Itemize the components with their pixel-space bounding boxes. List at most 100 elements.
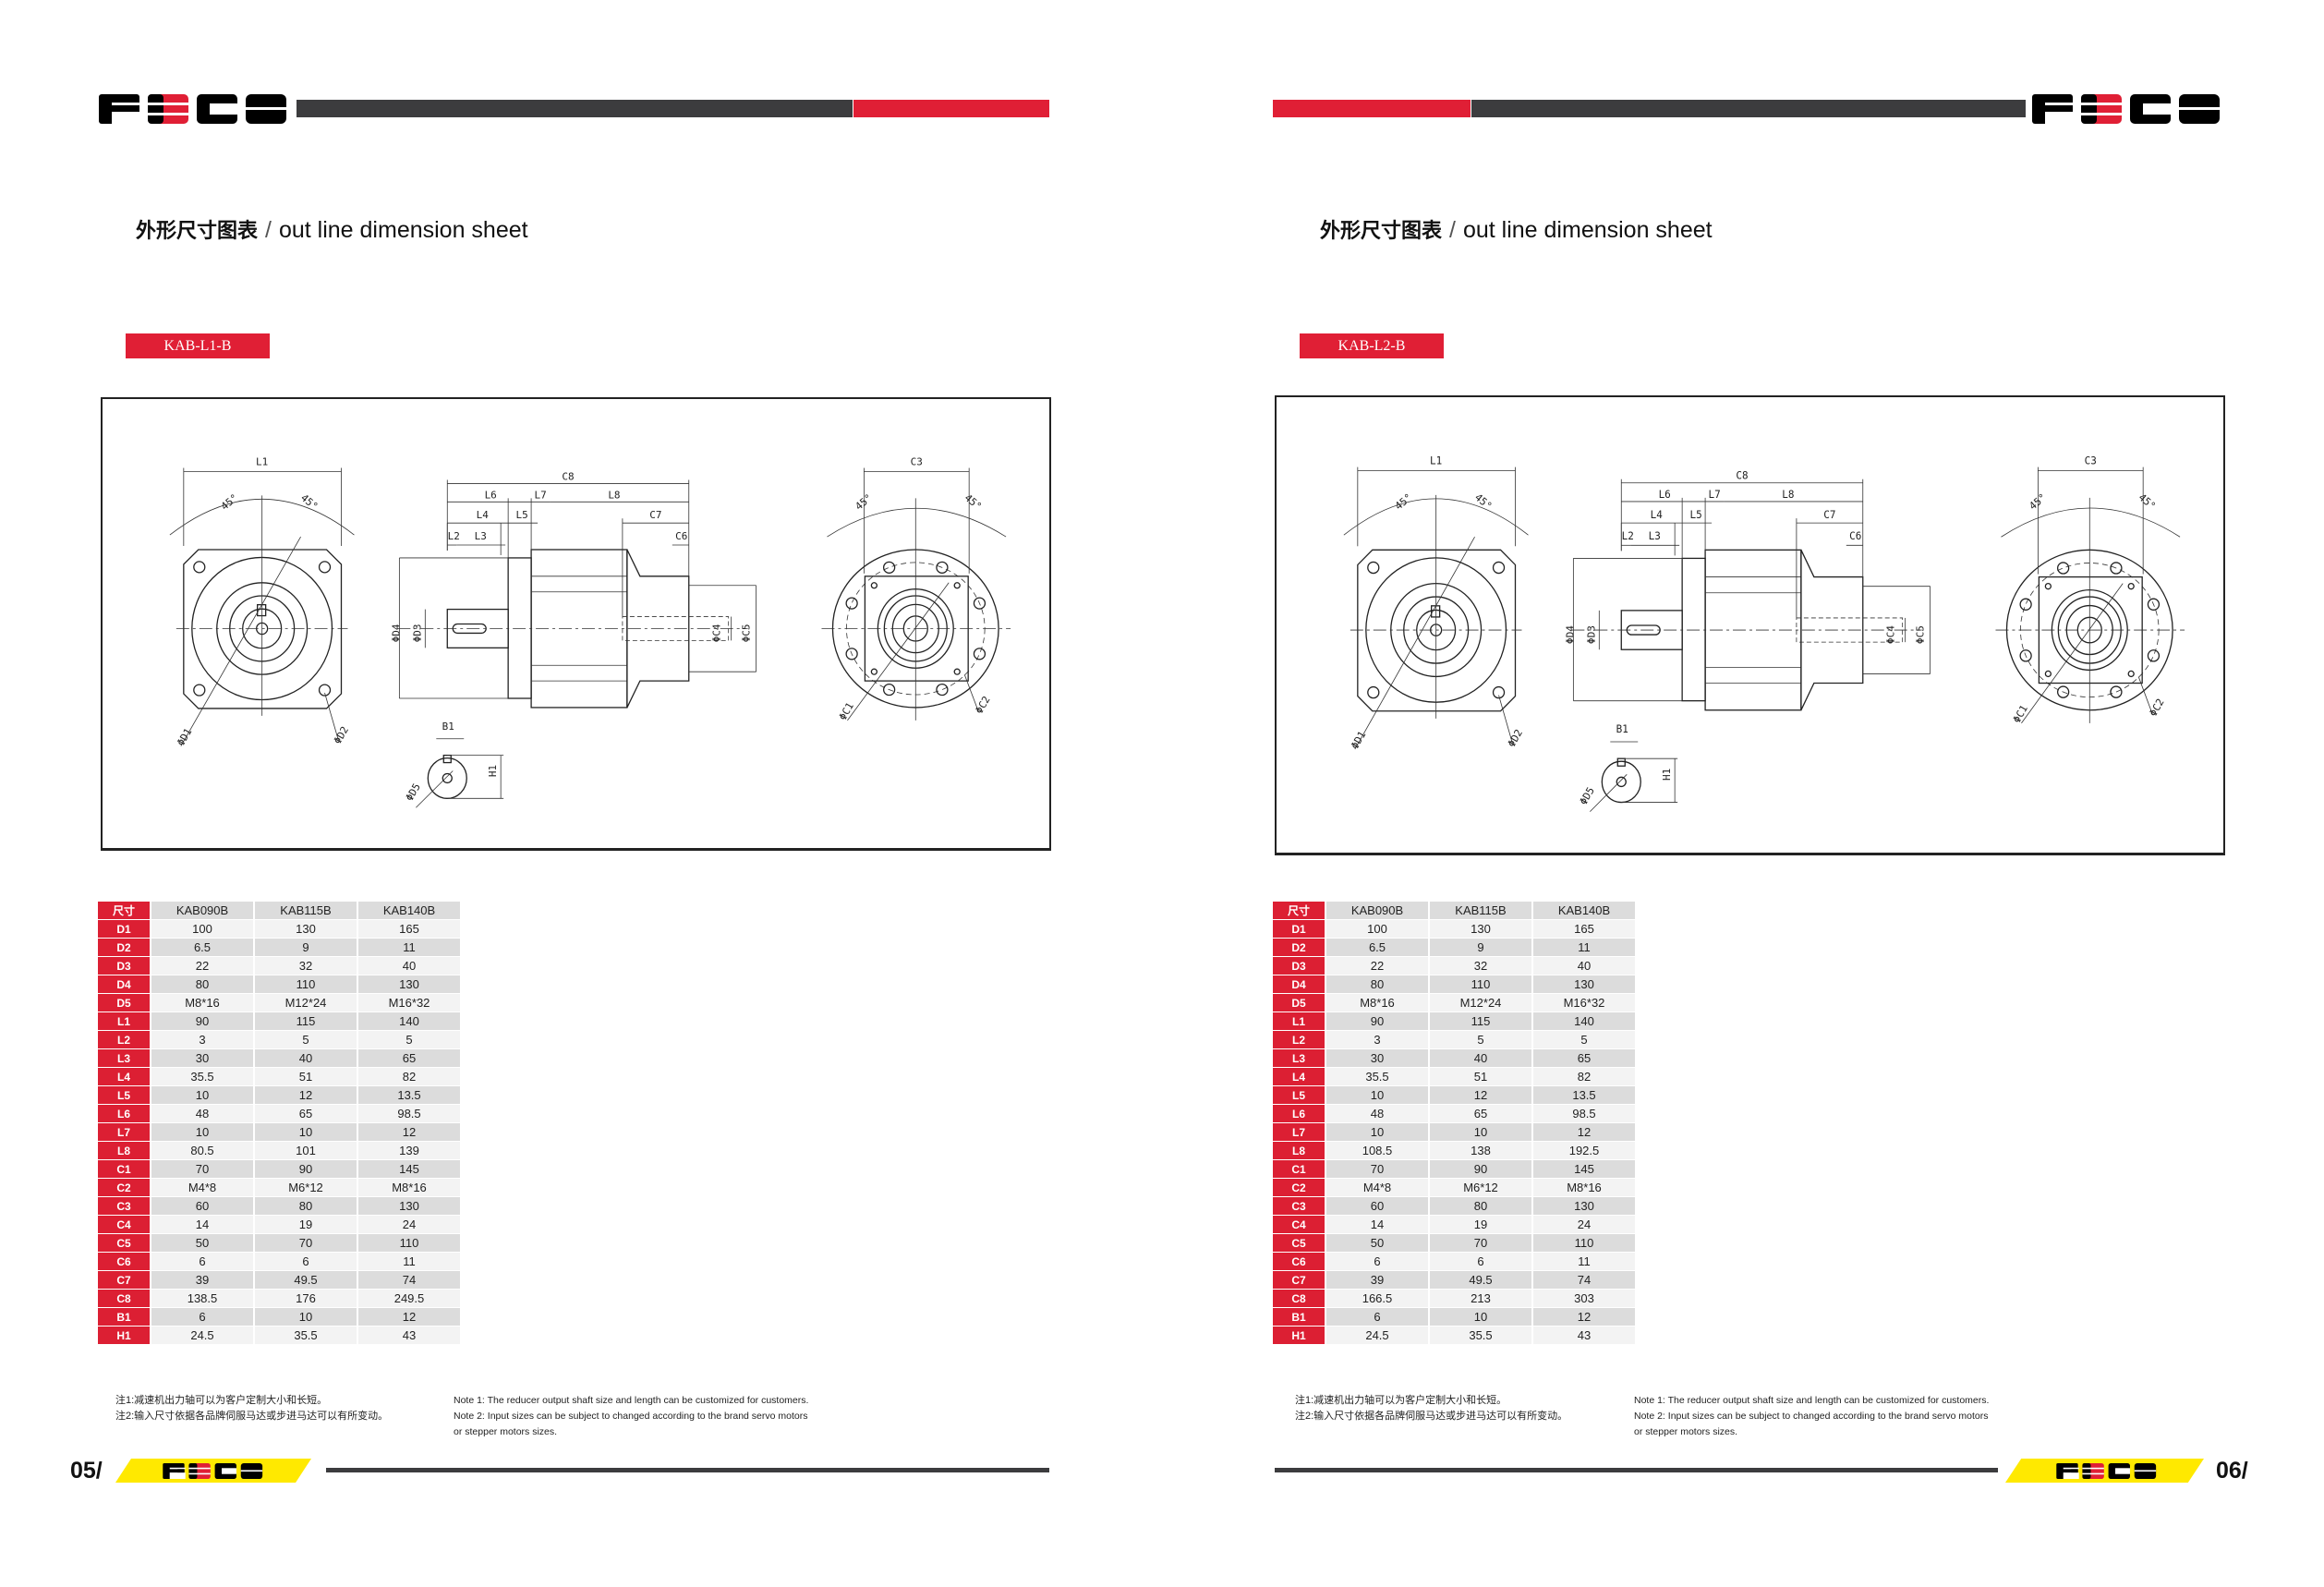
dimension-value: 11: [1533, 1253, 1635, 1270]
dimension-value: 30: [151, 1049, 253, 1067]
dimension-value: M6*12: [1430, 1179, 1531, 1196]
dimension-label: L4: [1651, 509, 1664, 521]
dimension-label: L8: [98, 1142, 150, 1159]
footer-feco-logo: [2056, 1463, 2157, 1479]
dimension-label: ΦD3: [411, 624, 423, 643]
dimension-value: 130: [1533, 1197, 1635, 1215]
dimension-label: L1: [1430, 455, 1442, 467]
dimension-value: 110: [255, 975, 357, 993]
dimension-value: 32: [255, 957, 357, 975]
dimension-value: 3: [151, 1031, 253, 1048]
dimension-value: 140: [358, 1012, 460, 1030]
dimension-value: M4*8: [1326, 1179, 1428, 1196]
dimension-label: D1: [1273, 920, 1325, 938]
dimension-label: H1: [487, 765, 499, 777]
dimension-value: 60: [151, 1197, 253, 1215]
dimension-label: L1: [256, 456, 268, 468]
dimension-value: 50: [151, 1234, 253, 1252]
logo-mark: [2056, 1463, 2157, 1479]
dimension-value: 6: [151, 1308, 253, 1326]
dimension-value: 10: [1430, 1308, 1531, 1326]
notes-cn: 注1:减速机出力轴可以为客户定制大小和长短。 注2:输入尺寸依据各品牌伺服马达或…: [115, 1393, 388, 1424]
bolt-hole: [1492, 561, 1506, 575]
dimension-value: 24: [1533, 1216, 1635, 1233]
dimension-value: 13.5: [1533, 1086, 1635, 1104]
dimension-value: 70: [255, 1234, 357, 1252]
dimension-value: 138.5: [151, 1290, 253, 1307]
footer-line: [326, 1468, 1049, 1472]
dimension-value: 49.5: [1430, 1271, 1531, 1289]
notes-cn: 注1:减速机出力轴可以为客户定制大小和长短。 注2:输入尺寸依据各品牌伺服马达或…: [1295, 1393, 1567, 1424]
dimension-value: 6: [151, 1253, 253, 1270]
dimension-label: C7: [1823, 509, 1835, 521]
dimension-value: 39: [151, 1271, 253, 1289]
dimension-value: 10: [151, 1086, 253, 1104]
dimension-value: 110: [1430, 975, 1531, 993]
dimension-label: L8: [1273, 1142, 1325, 1159]
dimension-value: 19: [1430, 1216, 1531, 1233]
dimension-value: 80: [1430, 1197, 1531, 1215]
tap-hole: [870, 668, 878, 675]
bolt-hole: [845, 597, 858, 610]
dimension-label: L1: [98, 1012, 150, 1030]
logo-mark: [2032, 94, 2220, 124]
dimension-value: 35.5: [255, 1327, 357, 1344]
dimension-label: D3: [1273, 957, 1325, 975]
dimension-value: 24.5: [151, 1327, 253, 1344]
dimension-label: C1: [1273, 1160, 1325, 1178]
dimension-label: C6: [98, 1253, 150, 1270]
dimension-value: 49.5: [255, 1271, 357, 1289]
dimension-label: C3: [1273, 1197, 1325, 1215]
bolt-hole: [936, 561, 949, 574]
dimension-value: 12: [358, 1308, 460, 1326]
dimension-value: KAB115B: [255, 902, 357, 919]
dimension-value: 90: [151, 1012, 253, 1030]
dimension-value: 130: [1430, 920, 1531, 938]
dimension-value: 10: [151, 1123, 253, 1141]
dimension-value: 165: [358, 920, 460, 938]
footer-logo-band: [115, 1459, 311, 1483]
dimension-label: C8: [1273, 1290, 1325, 1307]
note-en-3: or stepper motors sizes.: [454, 1426, 558, 1437]
bolt-hole: [193, 561, 206, 574]
title-separator: /: [265, 217, 272, 243]
dimension-label: ΦC1: [837, 700, 856, 722]
dimension-label: C6: [1849, 530, 1861, 542]
dimension-label: B1: [1273, 1308, 1325, 1326]
dimension-value: 90: [255, 1160, 357, 1178]
bolt-hole: [2110, 685, 2123, 698]
bolt-hole: [1367, 561, 1380, 575]
bolt-hole: [845, 648, 858, 660]
dimension-value: 40: [1533, 957, 1635, 975]
page-number: 06/: [2216, 1458, 2248, 1484]
model-badge: KAB-L1-B: [126, 333, 270, 358]
note-cn-2: 注2:输入尺寸依据各品牌伺服马达或步进马达可以有所变动。: [1295, 1411, 1568, 1422]
dimension-value: 5: [1430, 1031, 1531, 1048]
header-bar-dark: [1471, 100, 2026, 117]
shaft-key-detail: [416, 738, 504, 808]
note-en-3: or stepper motors sizes.: [1634, 1426, 1738, 1437]
angle-arc: [1343, 498, 1529, 536]
bolt-hole: [2056, 685, 2070, 698]
dimension-value: KAB140B: [1533, 902, 1635, 919]
dimension-label: 45°: [2136, 491, 2158, 513]
dimension-value: 60: [1326, 1197, 1428, 1215]
flange-outline: [183, 549, 343, 709]
dimension-label: L7: [1708, 489, 1720, 501]
logo-mark: [163, 1463, 263, 1479]
dimension-value: 70: [1326, 1160, 1428, 1178]
model-badge: KAB-L2-B: [1300, 333, 1444, 358]
dimension-label: L2: [1622, 530, 1634, 542]
dimension-value: 11: [358, 1253, 460, 1270]
dimension-label: L5: [98, 1086, 150, 1104]
dimension-value: 101: [255, 1142, 357, 1159]
